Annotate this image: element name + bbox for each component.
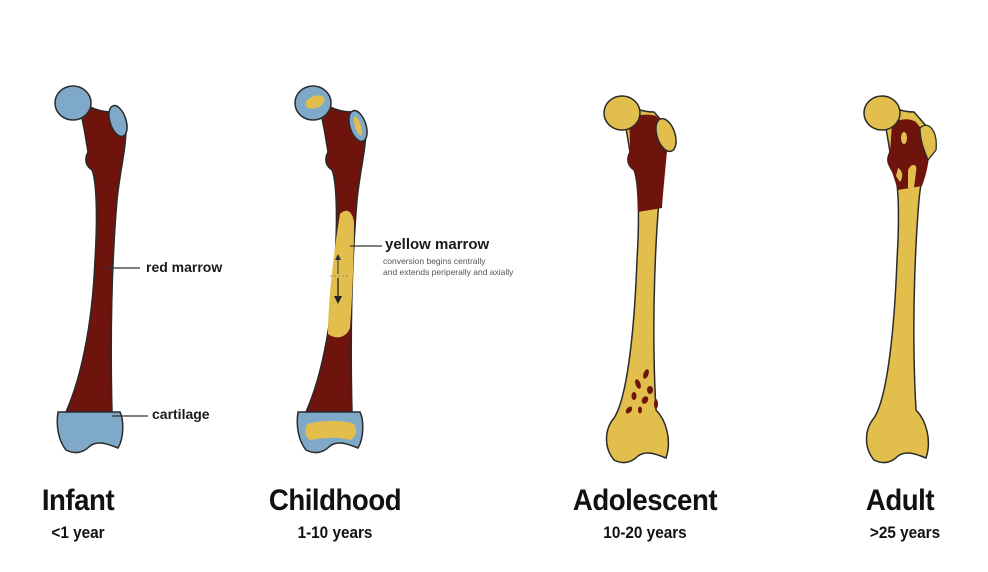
childhood-trochanter-ossification xyxy=(353,116,363,136)
yellow-marrow-note-line-2: and extends periperally and axially xyxy=(383,267,514,277)
childhood-head-ossification xyxy=(305,95,325,109)
infant-femur xyxy=(54,85,148,454)
infant-head-cartilage xyxy=(54,85,92,121)
stage-age-adult: >25 years xyxy=(869,523,941,542)
stage-age-infant: <1 year xyxy=(51,523,105,542)
infant-distal-cartilage xyxy=(56,411,124,454)
adolescent-femur xyxy=(603,95,677,464)
label-red-marrow: red marrow xyxy=(146,259,223,275)
label-yellow-marrow: yellow marrow xyxy=(385,236,490,253)
stage-title-childhood: Childhood xyxy=(268,484,402,517)
stage-title-adolescent: Adolescent xyxy=(572,484,718,517)
stage-title-infant: Infant xyxy=(41,484,115,517)
adult-femur xyxy=(863,95,937,464)
childhood-distal-ossification xyxy=(305,421,357,440)
stage-age-adolescent: 10-20 years xyxy=(603,523,687,542)
adolescent-head xyxy=(603,95,641,131)
adolescent-trochanter xyxy=(655,117,677,153)
infant-red-marrow xyxy=(64,98,127,413)
childhood-yellow-marrow xyxy=(328,210,354,338)
adult-head xyxy=(863,95,901,131)
label-cartilage: cartilage xyxy=(152,406,210,422)
stage-age-childhood: 1-10 years xyxy=(297,523,373,542)
adolescent-residual-red-marrow xyxy=(625,369,658,414)
yellow-marrow-note-line-1: conversion begins centrally xyxy=(383,256,486,266)
adult-trochanter xyxy=(919,124,937,162)
childhood-femur xyxy=(294,85,382,454)
infant-trochanter-cartilage xyxy=(108,104,128,138)
stage-title-adult: Adult xyxy=(865,484,935,517)
